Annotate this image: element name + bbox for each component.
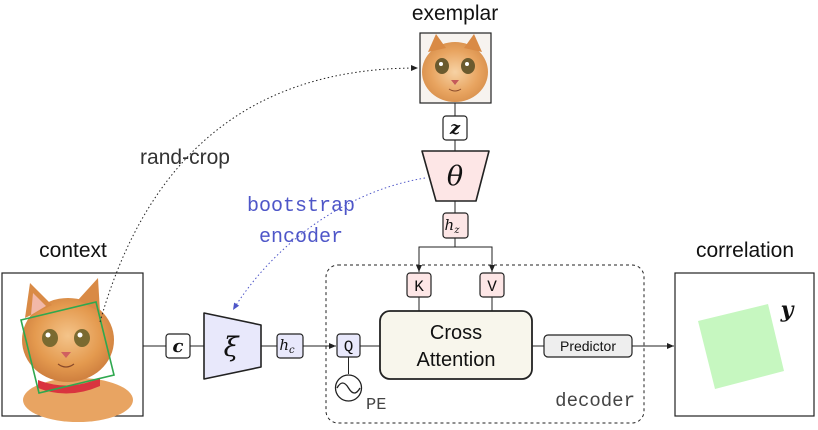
decoder-label: decoder: [555, 390, 635, 412]
rand-crop-arrow: [99, 65, 419, 323]
predictor-label: Predictor: [560, 338, 616, 354]
context-label: context: [39, 239, 107, 262]
exemplar-label: exemplar: [412, 2, 498, 25]
theta-encoder: [421, 150, 490, 202]
bootstrap-label-line2: encoder: [259, 226, 343, 249]
z-symbol: z: [449, 118, 461, 139]
rand-crop-label: rand-crop: [140, 146, 230, 169]
pe-label: PE: [366, 396, 386, 415]
hz-symbol: hz: [445, 216, 461, 236]
y-symbol: y: [780, 297, 796, 323]
xi-encoder: [203, 312, 262, 380]
cross-attention-line1: Cross: [430, 322, 482, 344]
prediction-square: [698, 304, 784, 389]
hz-base: h: [445, 216, 455, 234]
bootstrap-label-line1: bootstrap: [247, 195, 355, 218]
edge-hz-to-k: [416, 238, 456, 272]
correlation-label: correlation: [696, 239, 794, 262]
edge-hz-to-v: [455, 246, 495, 272]
context-image: [1, 272, 144, 422]
pe-sine-icon: [334, 374, 363, 402]
cross-attention-line2: Attention: [417, 349, 496, 371]
c-symbol: c: [173, 336, 184, 357]
crop-box: [20, 301, 115, 394]
decoder-region: [325, 264, 645, 424]
theta-symbol: θ: [447, 161, 463, 192]
bootstrap-arrow: [232, 177, 426, 311]
hc-base: h: [279, 336, 289, 354]
value-label: V: [487, 278, 497, 296]
xi-symbol: ξ: [224, 332, 240, 363]
hz-sub: z: [453, 225, 460, 236]
hc-sub: c: [289, 345, 295, 356]
key-label: K: [414, 278, 424, 296]
hc-symbol: hc: [279, 336, 295, 356]
query-label: Q: [344, 338, 354, 356]
cross-attention-block: [379, 310, 533, 380]
exemplar-image: [419, 32, 492, 104]
